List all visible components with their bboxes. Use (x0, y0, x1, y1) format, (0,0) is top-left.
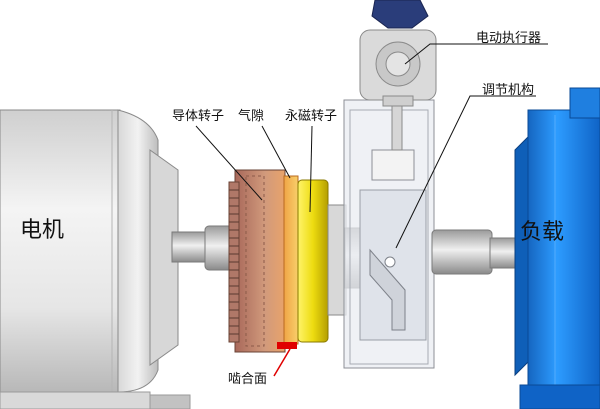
load (514, 87, 600, 409)
label-load: 负载 (520, 220, 565, 245)
label-motor: 电机 (20, 218, 65, 243)
adjust-housing (343, 99, 435, 369)
air-gap (283, 175, 299, 345)
magnet-rotor (297, 179, 347, 343)
label-air-gap: 气隙 (238, 109, 265, 124)
motor-shaft (171, 225, 238, 271)
label-engagement-surface: 啮合面 (228, 372, 268, 387)
engagement-surface-mark (277, 342, 297, 349)
conductor-rotor (228, 169, 286, 353)
label-magnet-rotor: 永磁转子 (285, 109, 338, 124)
label-adjust-mechanism: 调节机构 (482, 83, 535, 98)
motor (0, 109, 191, 409)
leader-conductor-rotor (195, 125, 263, 201)
leader-adjust-mechanism (395, 95, 536, 249)
load-shaft (431, 229, 517, 275)
leader-lines (195, 43, 548, 249)
label-actuator: 电动执行器 (476, 31, 542, 46)
leader-actuator (404, 43, 548, 65)
leader-magnet-rotor (309, 125, 313, 213)
electric-actuator (359, 0, 437, 107)
leader-engagement-surface (273, 348, 291, 377)
label-conductor-rotor: 导体转子 (172, 109, 225, 124)
leader-air-gap (261, 125, 291, 179)
